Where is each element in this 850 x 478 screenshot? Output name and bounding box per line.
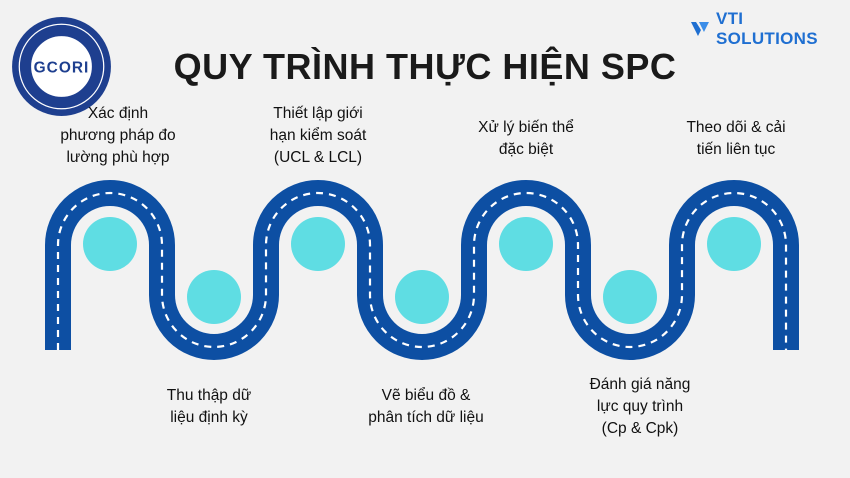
gcori-seal-logo: GCORI <box>12 17 111 116</box>
step-2-label: Thu thập dữ liệu định kỳ <box>166 387 252 426</box>
step-marker-5 <box>499 217 553 271</box>
page-title: QUY TRÌNH THỰC HIỆN SPC <box>173 46 677 87</box>
vti-solutions-logo: VTI SOLUTIONS <box>690 9 850 48</box>
step-marker-3 <box>291 217 345 271</box>
step-marker-2 <box>187 270 241 324</box>
step-3-label: Thiết lập giới hạn kiểm soát (UCL & LCL) <box>269 105 367 166</box>
step-marker-4 <box>395 270 449 324</box>
step-marker-7 <box>707 217 761 271</box>
step-4-label: Vẽ biểu đồ & phân tích dữ liệu <box>368 387 484 426</box>
vti-brand-text: VTI SOLUTIONS <box>715 9 818 48</box>
step-5-label: Xử lý biến thể đặc biệt <box>478 119 574 158</box>
road-lane-dashes <box>56 191 788 350</box>
step-marker-6 <box>603 270 657 324</box>
vti-logo-mark-icon <box>690 22 709 36</box>
gcori-logo-text: GCORI <box>34 60 90 77</box>
step-1-label: Xác định phương pháp đo lường phù hợp <box>60 105 176 166</box>
step-7-label: Theo dõi & cải tiến liên tục <box>686 119 786 158</box>
step-marker-1 <box>83 217 137 271</box>
step-6-label: Đánh giá năng lực quy trình (Cp & Cpk) <box>589 376 691 437</box>
